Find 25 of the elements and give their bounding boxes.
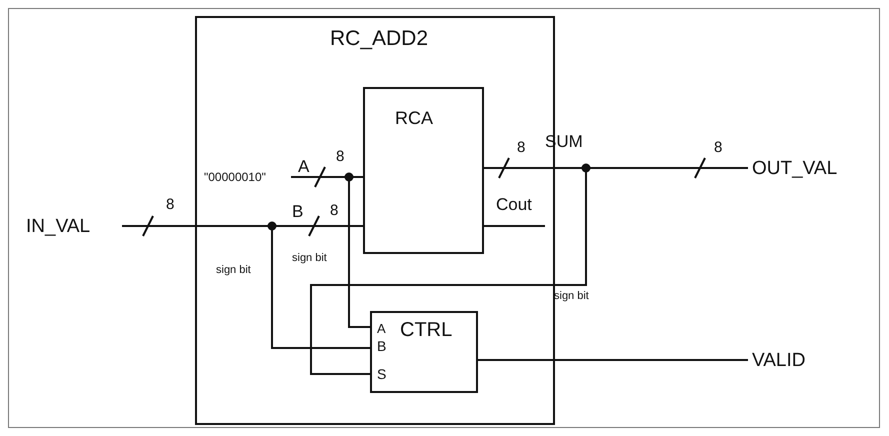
edge-label: sign bit xyxy=(216,265,251,276)
block-box xyxy=(370,311,478,393)
bus-width-label: 8 xyxy=(336,149,344,164)
bus-width-label: 8 xyxy=(330,203,338,218)
edge-label: sign bit xyxy=(554,291,589,302)
block-title: CTRL xyxy=(400,320,452,340)
pin-label: B xyxy=(377,339,386,353)
block-title: RC_ADD2 xyxy=(330,28,428,49)
wire xyxy=(478,359,748,361)
signal-label: IN_VAL xyxy=(26,217,90,236)
bus-width-label: 8 xyxy=(517,140,526,155)
wire xyxy=(484,225,545,227)
pin-label: A xyxy=(377,322,386,335)
signal-label: VALID xyxy=(752,351,806,370)
pin-label: S xyxy=(377,367,386,381)
edge-label: A xyxy=(298,158,310,175)
signal-label: OUT_VAL xyxy=(752,159,838,178)
bus-width-label: 8 xyxy=(166,197,174,212)
block-box xyxy=(363,87,484,254)
bus-width-label: 8 xyxy=(714,140,722,155)
edge-label: sign bit xyxy=(292,253,327,264)
block-title: RCA xyxy=(395,109,434,127)
edge-label: Cout xyxy=(496,196,532,213)
signal-label: "00000010" xyxy=(204,171,266,183)
edge-label: B xyxy=(292,203,304,220)
